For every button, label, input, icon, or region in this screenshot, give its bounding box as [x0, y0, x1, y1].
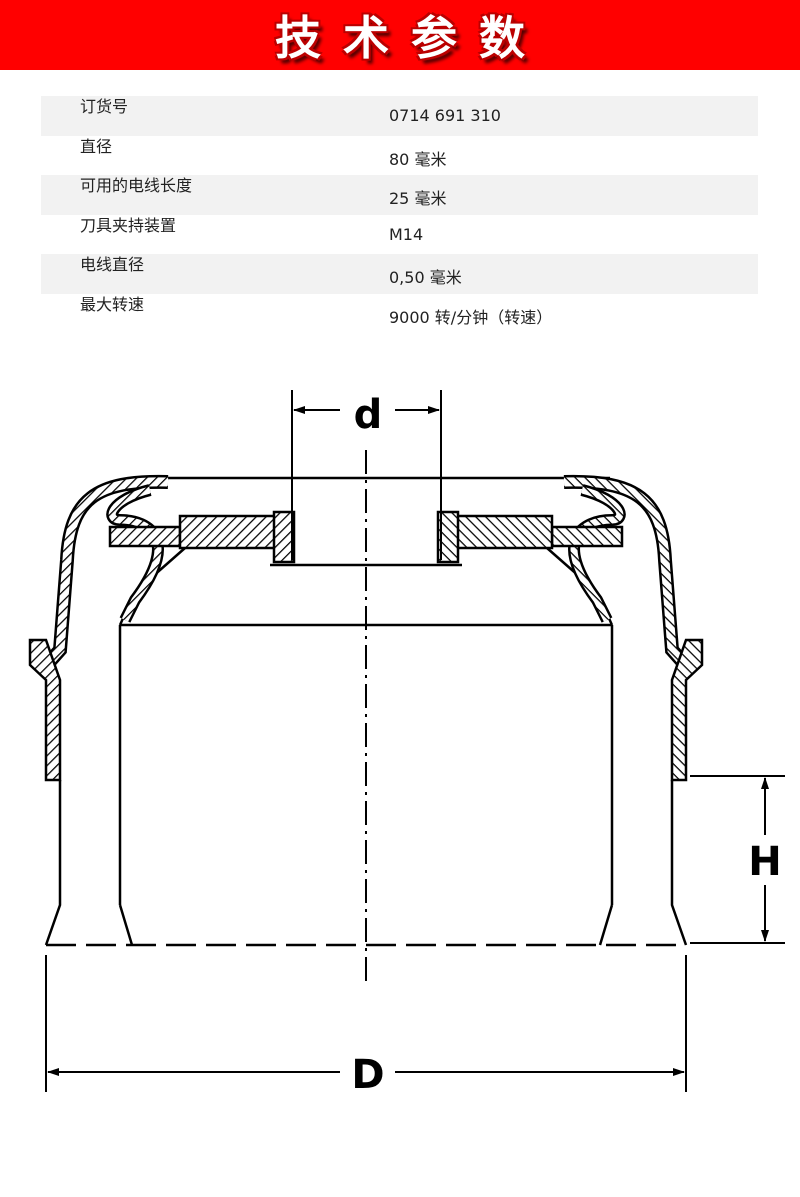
- dim-label-h: H: [748, 839, 781, 885]
- spec-label: 刀具夹持装置: [80, 215, 177, 235]
- spec-table: 订货号 0714 691 310 直径 80 毫米 可用的电线长度 25 毫米 刀具夹…: [41, 96, 758, 333]
- dim-label-d: d: [354, 392, 383, 438]
- spec-value: 80 毫米: [389, 149, 447, 169]
- spec-label: 订货号: [80, 97, 129, 116]
- hatched-walls: [28, 482, 702, 780]
- spec-row: 可用的电线长度 25 毫米: [41, 175, 758, 215]
- spec-row: 电线直径 0,50 毫米: [41, 254, 758, 294]
- spec-value: 9000 转/分钟（转速）: [389, 307, 553, 327]
- spec-value: 0714 691 310: [389, 106, 501, 125]
- spec-row: 订货号 0714 691 310: [41, 96, 758, 136]
- spec-value: 0,50 毫米: [389, 268, 462, 287]
- banner-title: 技术参数: [275, 11, 547, 65]
- spec-value: M14: [389, 224, 424, 244]
- spec-row: 直径 80 毫米: [41, 136, 758, 176]
- title-banner: 技术参数: [0, 0, 800, 70]
- spec-row: 刀具夹持装置 M14: [41, 215, 758, 255]
- spec-value: 25 毫米: [389, 189, 447, 208]
- dim-label-diameter: D: [351, 1052, 384, 1098]
- dimension-h: [690, 775, 785, 944]
- spec-label: 直径: [80, 136, 113, 156]
- cup-brush-section-drawing: d H D: [28, 390, 785, 1098]
- dimension-d-outer: [45, 955, 687, 1092]
- spec-label: 最大转速: [80, 294, 145, 314]
- spec-label: 电线直径: [80, 255, 145, 274]
- dimension-d: [291, 390, 442, 560]
- spec-label: 可用的电线长度: [80, 176, 193, 195]
- spec-row: 最大转速 9000 转/分钟（转速）: [41, 294, 758, 334]
